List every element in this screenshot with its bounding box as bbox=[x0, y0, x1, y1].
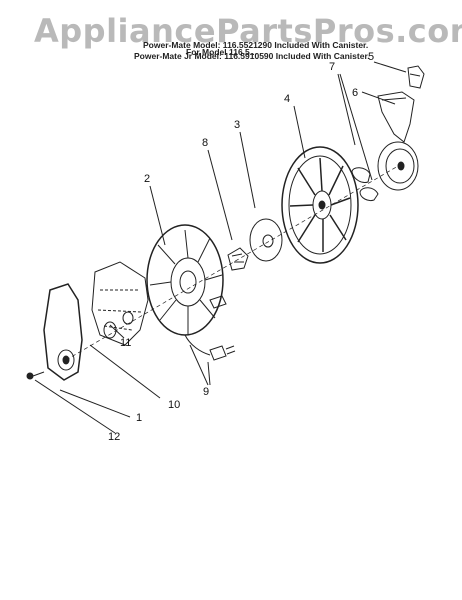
part-9-plug bbox=[209, 345, 227, 361]
callout-1: 1 bbox=[136, 412, 143, 424]
part-6-wheel-outer bbox=[377, 141, 419, 191]
callout-12: 12 bbox=[108, 431, 121, 443]
assembly-axis bbox=[65, 165, 399, 361]
part-10-housing bbox=[91, 261, 149, 346]
callout-6: 6 bbox=[352, 87, 359, 99]
leader-9b bbox=[207, 361, 211, 386]
part-7-clip-a bbox=[351, 167, 371, 183]
part-12-screw bbox=[26, 372, 34, 380]
part-1-cover bbox=[43, 283, 83, 381]
leader-12 bbox=[34, 379, 116, 434]
part-4-reel-inner bbox=[288, 155, 352, 255]
leader-9a bbox=[189, 344, 209, 386]
callout-5: 5 bbox=[368, 51, 375, 63]
leader-5 bbox=[373, 61, 407, 73]
callout-4: 4 bbox=[284, 93, 291, 105]
part-4-spokes bbox=[289, 157, 351, 252]
part-5-latch bbox=[407, 65, 425, 89]
part-10-hidden-lines bbox=[97, 289, 143, 331]
callout-10: 10 bbox=[168, 399, 181, 411]
part-5-detail bbox=[409, 73, 421, 77]
leader-7b bbox=[339, 73, 373, 181]
leader-4 bbox=[293, 105, 306, 159]
header-line-1: For Model 116.5... bbox=[186, 47, 257, 57]
part-9-prong-b bbox=[226, 350, 236, 355]
leader-7a bbox=[337, 73, 356, 146]
callout-8: 8 bbox=[202, 137, 209, 149]
part-1-hole bbox=[57, 349, 75, 371]
part-8-contact bbox=[227, 247, 249, 271]
leader-11 bbox=[109, 324, 125, 339]
part-6-wheel-inner bbox=[385, 148, 415, 184]
part-2-hub bbox=[179, 270, 197, 294]
part-3-disc bbox=[249, 218, 283, 262]
part-4-axle bbox=[318, 200, 326, 210]
callout-9: 9 bbox=[203, 386, 210, 398]
header-line-2: Power-Mate Model: 116.5521290 Included W… bbox=[143, 40, 369, 50]
callout-2: 2 bbox=[144, 173, 151, 185]
part-9-cord bbox=[184, 334, 211, 356]
part-2-tab bbox=[209, 295, 227, 309]
part-2-plate-outer bbox=[146, 224, 224, 336]
part-6-bracket bbox=[377, 91, 415, 143]
leader-10 bbox=[89, 344, 161, 399]
part-7-clip-b bbox=[359, 187, 379, 201]
part-6-wheel-hub bbox=[397, 161, 405, 171]
part-12-shank bbox=[32, 371, 45, 377]
part-4-reel-outer bbox=[281, 146, 359, 264]
part-10-boss bbox=[103, 321, 117, 339]
watermark-text: AppliancePartsPros.com bbox=[34, 12, 462, 50]
leader-3 bbox=[239, 131, 256, 209]
header-line-3: Power-Mate Jr Model: 116.5910590 Include… bbox=[134, 51, 370, 61]
part-8-detail bbox=[231, 253, 244, 263]
callout-3: 3 bbox=[234, 119, 241, 131]
leader-1 bbox=[59, 389, 131, 418]
part-9-prong-a bbox=[225, 345, 235, 350]
leader-8 bbox=[207, 149, 233, 241]
part-6-edge bbox=[381, 97, 407, 101]
callout-11: 11 bbox=[120, 337, 132, 349]
part-11-screw-head bbox=[122, 311, 134, 325]
part-2-spokes bbox=[149, 229, 223, 334]
part-3-center bbox=[262, 234, 274, 248]
callout-7: 7 bbox=[329, 61, 336, 73]
